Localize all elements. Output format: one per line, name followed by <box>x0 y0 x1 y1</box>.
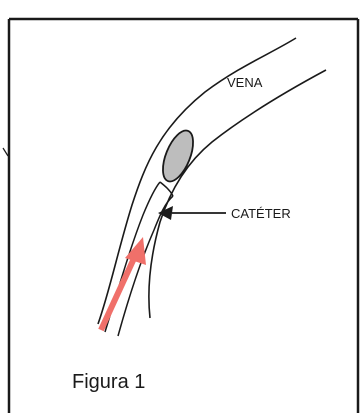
flow-arrow-head <box>125 237 146 265</box>
figure-caption: Figura 1 <box>72 372 145 392</box>
vein-label: VENA <box>227 76 262 89</box>
vein-upper-wall <box>98 38 296 324</box>
figure-frame <box>9 19 358 413</box>
catheter-label: CATÉTER <box>231 207 291 220</box>
catheter-right-edge <box>118 196 173 336</box>
vein-lower-wall <box>149 70 326 318</box>
catheter-tip <box>160 182 173 196</box>
edge-mark <box>3 148 8 156</box>
